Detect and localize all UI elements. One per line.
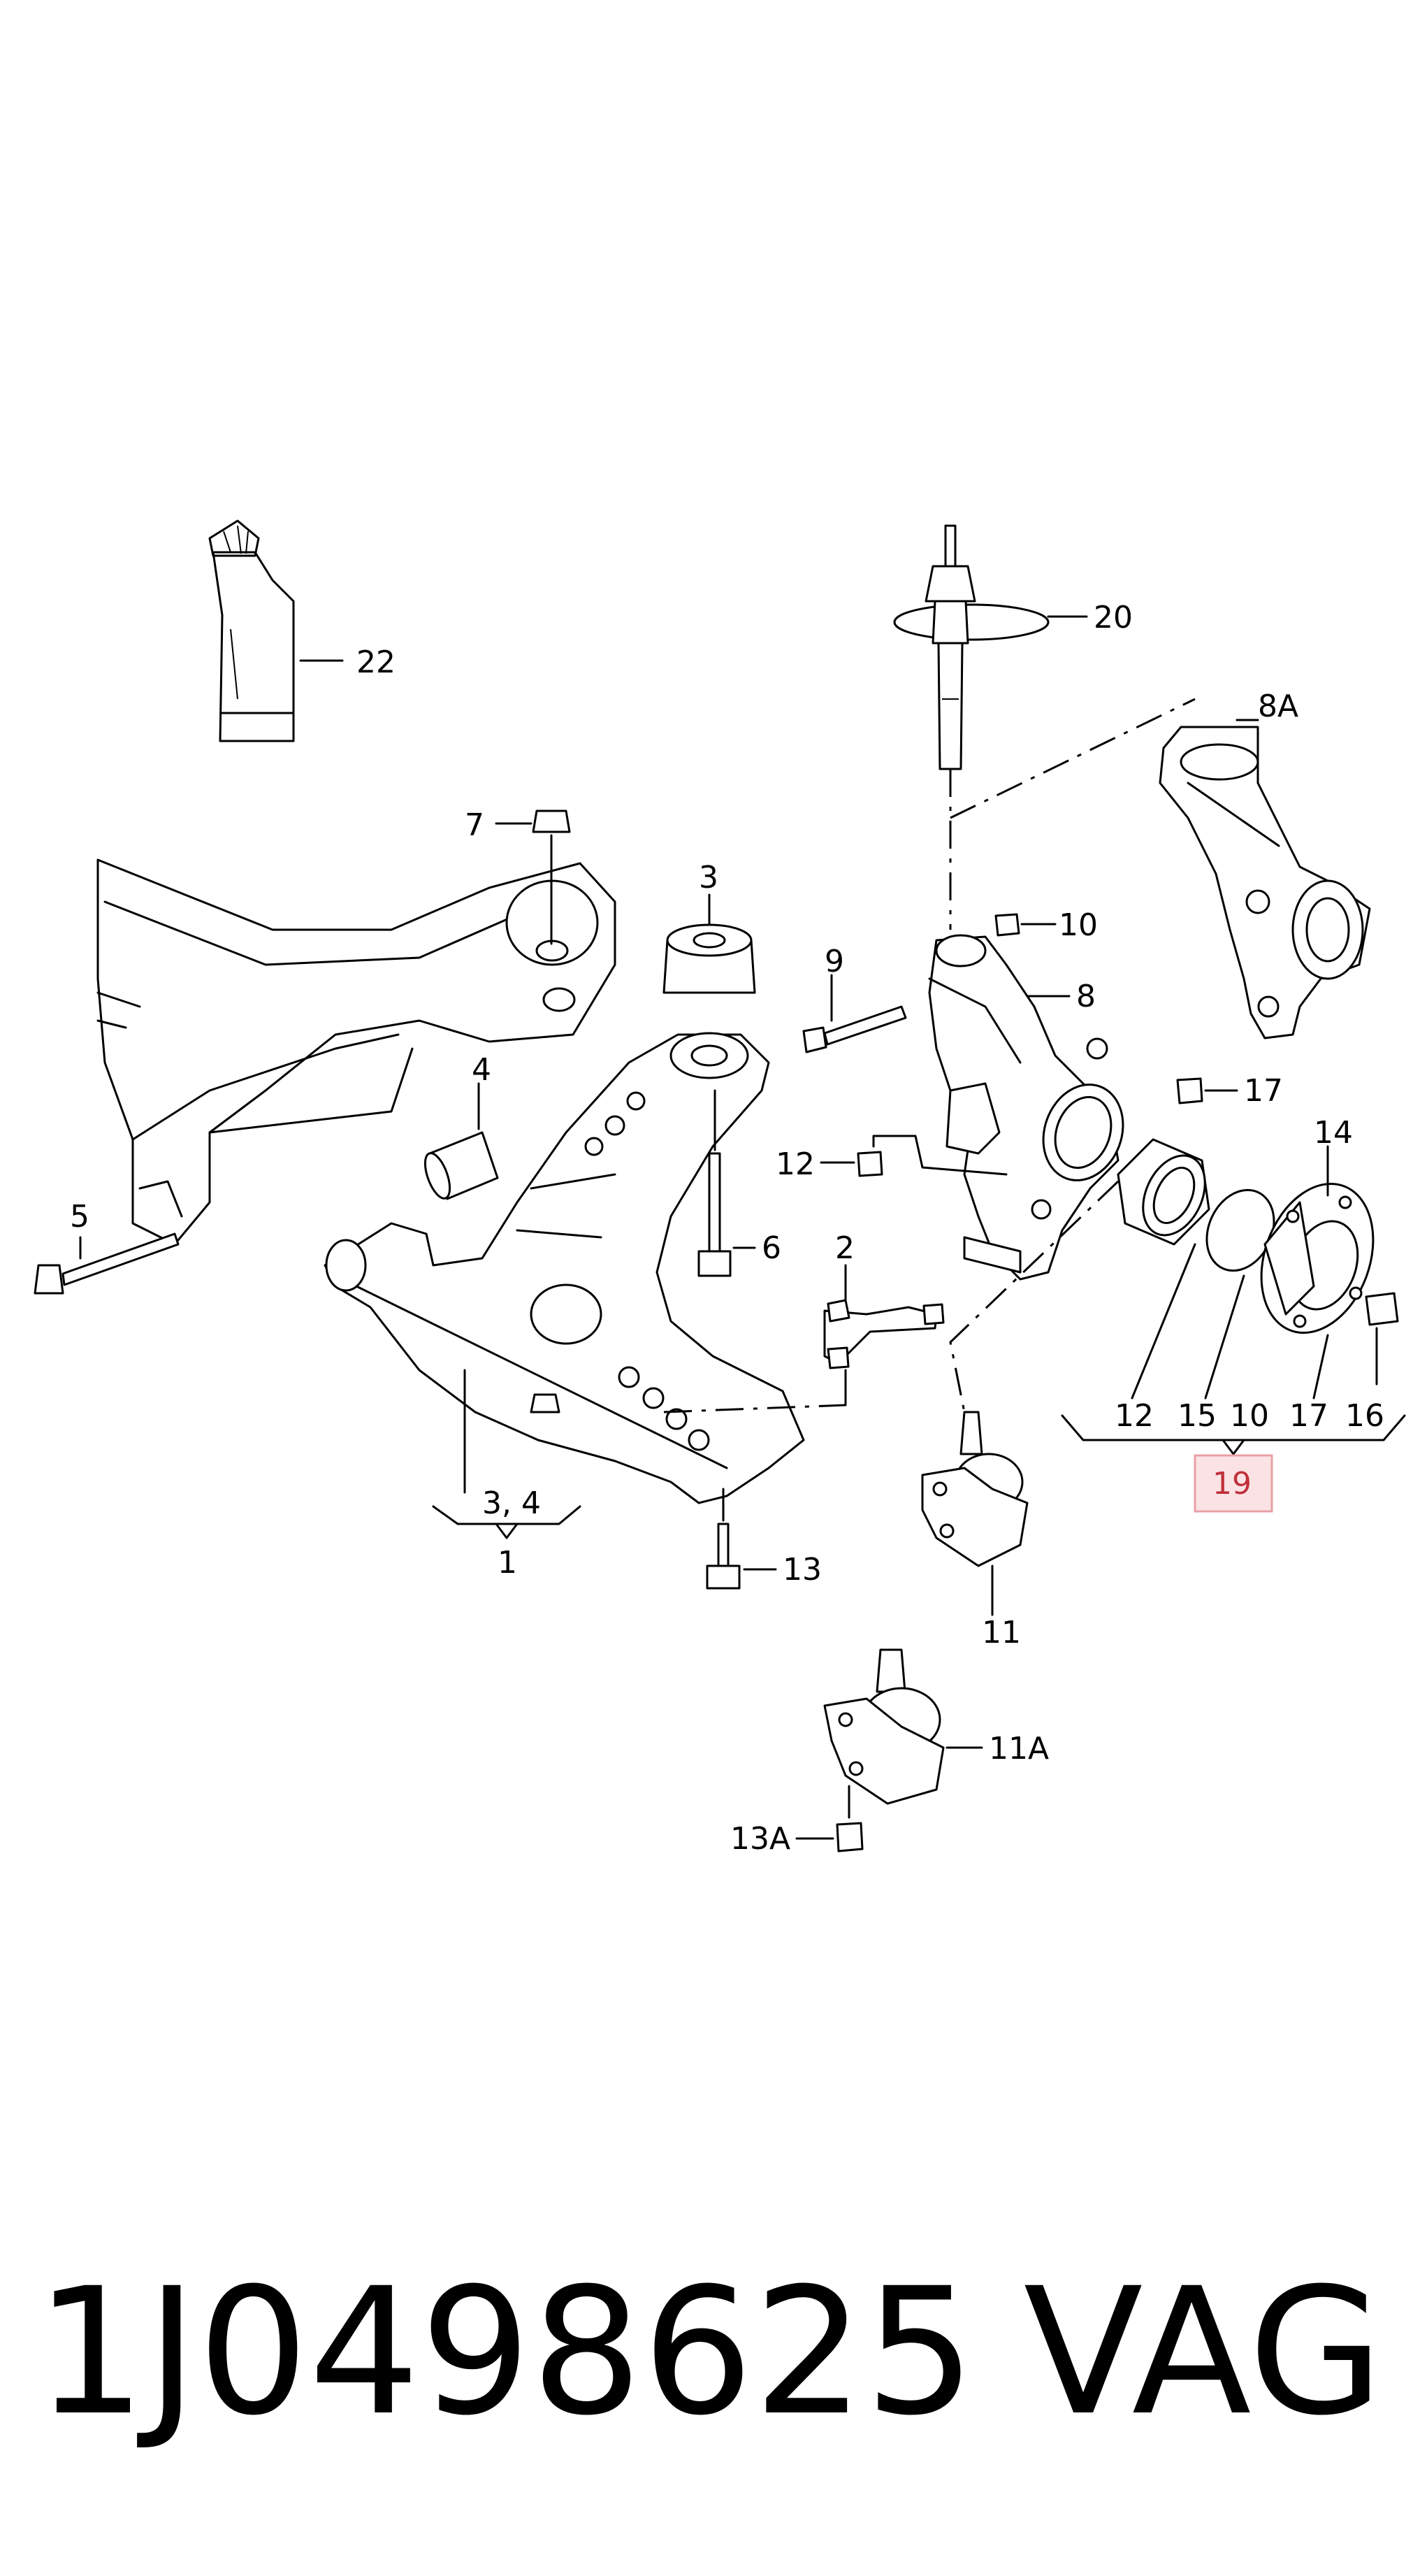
leader-list-15 (1204, 1274, 1245, 1399)
part-7-nut (532, 810, 571, 945)
part-14-wheel-hub (1260, 1145, 1375, 1334)
part-8-steering-knuckle (928, 934, 1119, 1281)
label-3: 3 (699, 860, 718, 895)
part-13a-nut (836, 1822, 864, 1852)
bracket-1-tip (495, 1523, 519, 1539)
label-20: 20 (1094, 600, 1133, 635)
part-16-nut (1365, 1292, 1399, 1386)
part-2-link (823, 1264, 945, 1406)
label-list-12: 12 (1115, 1398, 1154, 1434)
label-19[interactable]: 19 (1212, 1466, 1252, 1502)
footer-caption: 1J0498625 VAG (35, 2237, 1384, 2468)
label-10-upper: 10 (1059, 907, 1098, 943)
part-4-sleeve (423, 1082, 499, 1200)
label-13a: 13A (730, 1821, 790, 1857)
part-9-bolt (802, 974, 907, 1053)
axis-link-arm (663, 1404, 846, 1413)
label-22: 22 (356, 645, 396, 680)
label-list-16: 16 (1345, 1398, 1384, 1434)
label-8: 8 (1076, 979, 1096, 1014)
highlight-box-19[interactable] (1194, 1454, 1273, 1513)
label-3-4: 3, 4 (482, 1485, 541, 1521)
label-5: 5 (70, 1199, 89, 1235)
part-8a-steering-knuckle (1159, 726, 1371, 1039)
label-14: 14 (1314, 1115, 1353, 1151)
part-17-nut (1176, 1077, 1203, 1104)
part-11a-ball-joint (823, 1648, 945, 1819)
label-11: 11 (982, 1615, 1021, 1650)
label-8a: 8A (1258, 689, 1298, 724)
bracket-19-tip (1222, 1439, 1245, 1455)
part-6-bolt (697, 1089, 732, 1277)
axis-strut-knuckle-8a (950, 698, 1196, 819)
label-list-17: 17 (1289, 1398, 1328, 1434)
part-3-bush (662, 893, 756, 994)
label-11a: 11A (989, 1731, 1049, 1766)
brand-name: VAG (1023, 2250, 1384, 2454)
part-20-strut-rod (893, 524, 1050, 770)
part-12-nut (857, 1135, 1008, 1177)
bracket-1 (432, 1505, 581, 1525)
label-6: 6 (762, 1230, 781, 1266)
part-number: 1J0498625 (35, 2250, 976, 2454)
part-1-control-arm (324, 1032, 805, 1504)
label-7: 7 (465, 807, 484, 843)
suspension-parts-diagram: 22 20 8A 7 3 10 9 8 4 17 14 12 5 6 2 12 … (34, 519, 1406, 1857)
knuckle-bearing-seat (1042, 1084, 1124, 1181)
leader-list-12 (1131, 1243, 1196, 1399)
part-11-ball-joint (921, 1411, 1029, 1616)
label-13: 13 (783, 1552, 822, 1588)
part-13-bolt (706, 1488, 741, 1590)
label-list-10: 10 (1230, 1398, 1269, 1434)
axis-knuckle-balljoint (949, 1180, 1119, 1413)
part-10-nut (994, 913, 1020, 937)
label-1: 1 (498, 1545, 517, 1581)
wheel-bearing (1117, 1138, 1210, 1246)
label-9: 9 (825, 944, 844, 979)
label-list-15: 15 (1178, 1398, 1217, 1434)
label-17-upper: 17 (1244, 1073, 1283, 1109)
part-5-bolt (34, 1232, 180, 1295)
label-2: 2 (835, 1230, 855, 1266)
label-12-left: 12 (776, 1146, 815, 1182)
bracket-19 (1061, 1414, 1406, 1441)
label-4: 4 (472, 1052, 491, 1088)
part-22-grease-tube (208, 519, 295, 742)
leader-list-17 (1312, 1334, 1329, 1399)
